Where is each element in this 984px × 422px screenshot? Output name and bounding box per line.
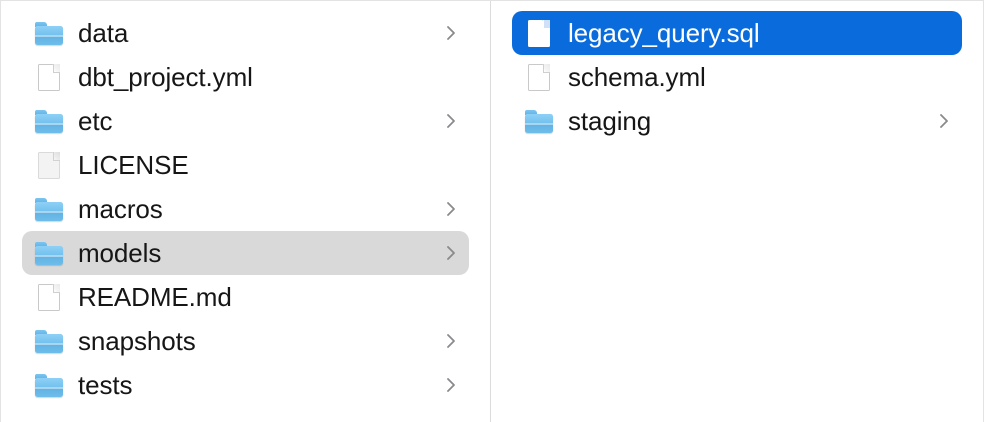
folder-icon — [34, 370, 64, 400]
file-row[interactable]: tests — [22, 363, 469, 407]
file-name-label: LICENSE — [78, 150, 189, 180]
file-name-label: models — [78, 238, 162, 268]
folder-icon — [35, 242, 63, 265]
folder-icon — [524, 106, 554, 136]
chevron-right-icon[interactable] — [443, 377, 459, 393]
file-name-label: schema.yml — [568, 62, 706, 92]
file-row[interactable]: macros — [22, 187, 469, 231]
chevron-right-icon[interactable] — [443, 333, 459, 349]
document-icon — [528, 64, 550, 91]
file-row[interactable]: schema.yml — [512, 55, 962, 99]
document-icon — [38, 284, 60, 311]
file-name-label: staging — [568, 106, 652, 136]
document-icon — [524, 62, 554, 92]
folder-icon — [34, 326, 64, 356]
file-name-label: macros — [78, 194, 163, 224]
file-row[interactable]: legacy_query.sql — [512, 11, 962, 55]
file-name-label: dbt_project.yml — [78, 62, 253, 92]
folder-icon — [35, 330, 63, 353]
file-name-label: README.md — [78, 282, 232, 312]
file-row[interactable]: snapshots — [22, 319, 469, 363]
document-icon — [524, 18, 554, 48]
folder-icon — [35, 374, 63, 397]
file-row[interactable]: models — [22, 231, 469, 275]
file-name-label: data — [78, 18, 129, 48]
folder-icon — [35, 22, 63, 45]
file-row[interactable]: LICENSE — [22, 143, 469, 187]
file-row[interactable]: etc — [22, 99, 469, 143]
file-row[interactable]: staging — [512, 99, 962, 143]
document-plain-icon — [38, 152, 60, 179]
folder-icon — [525, 110, 553, 133]
folder-icon — [35, 198, 63, 221]
chevron-right-icon[interactable] — [936, 113, 952, 129]
file-row[interactable]: data — [22, 11, 469, 55]
folder-icon — [34, 194, 64, 224]
file-name-label: snapshots — [78, 326, 196, 356]
document-plain-icon — [34, 150, 64, 180]
file-name-label: legacy_query.sql — [568, 18, 760, 48]
column-child[interactable]: legacy_query.sql schema.yml staging — [491, 1, 983, 422]
folder-icon — [34, 18, 64, 48]
folder-icon — [34, 106, 64, 136]
folder-icon — [35, 110, 63, 133]
file-row[interactable]: dbt_project.yml — [22, 55, 469, 99]
chevron-right-icon[interactable] — [443, 25, 459, 41]
document-icon — [38, 64, 60, 91]
document-icon — [34, 62, 64, 92]
document-icon — [34, 282, 64, 312]
file-name-label: etc — [78, 106, 113, 136]
folder-icon — [34, 238, 64, 268]
document-icon — [528, 20, 550, 47]
chevron-right-icon[interactable] — [443, 201, 459, 217]
file-name-label: tests — [78, 370, 133, 400]
chevron-right-icon[interactable] — [443, 113, 459, 129]
chevron-right-icon[interactable] — [443, 245, 459, 261]
file-row[interactable]: README.md — [22, 275, 469, 319]
